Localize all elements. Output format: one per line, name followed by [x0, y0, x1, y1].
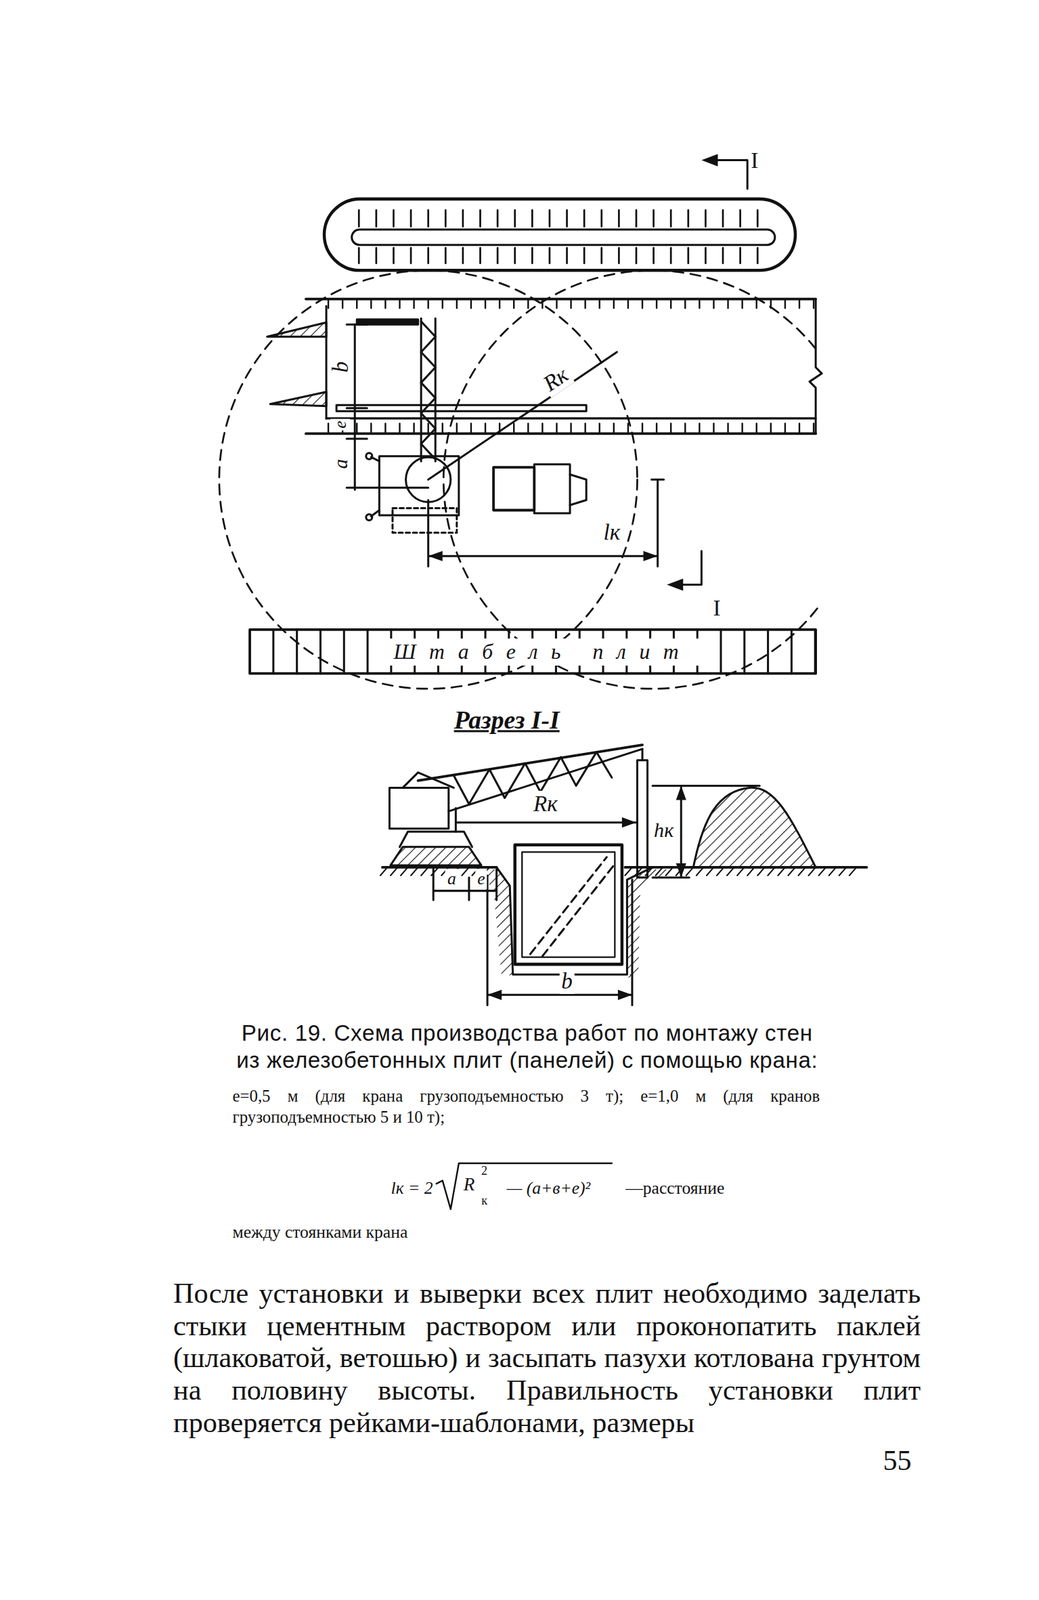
page-number: 55	[883, 1443, 912, 1477]
dimension-label: lк	[601, 519, 623, 545]
section-mark: I	[750, 146, 759, 173]
plate-stack: Штабель плит	[389, 638, 706, 666]
radius-label: Rк	[531, 790, 560, 817]
figure-note: e=0,5 м (для крана грузоподъемностью 3 т…	[232, 1085, 820, 1127]
stack-label: Штабель плит	[393, 639, 692, 664]
formula-part: 2	[481, 1163, 488, 1178]
height-label: hк	[653, 818, 674, 843]
dimension-label: b	[327, 359, 354, 375]
section-mark: I	[712, 594, 721, 621]
dimension-label: e	[475, 869, 487, 889]
formula-part: R	[463, 1174, 476, 1196]
dimension-label: e	[330, 418, 350, 430]
radius-label: Rк	[536, 360, 575, 399]
formula-part: lк = 2	[391, 1177, 434, 1198]
dimension-label: a	[329, 456, 352, 471]
formula-part: к	[481, 1193, 488, 1208]
section-title: Разрез I-I	[454, 705, 560, 735]
formula-part: —расстояние	[625, 1177, 725, 1198]
formula-part: — (a+в+e)²	[506, 1177, 591, 1198]
dimension-label: a	[445, 869, 459, 889]
formula-note: между стоянками крана	[232, 1221, 661, 1242]
dimension-label: b	[559, 967, 575, 994]
body-text: После установки и выверки всех плит необ…	[173, 1276, 921, 1438]
figure-caption: Рис. 19. Схема производства работ по мон…	[232, 1019, 822, 1074]
